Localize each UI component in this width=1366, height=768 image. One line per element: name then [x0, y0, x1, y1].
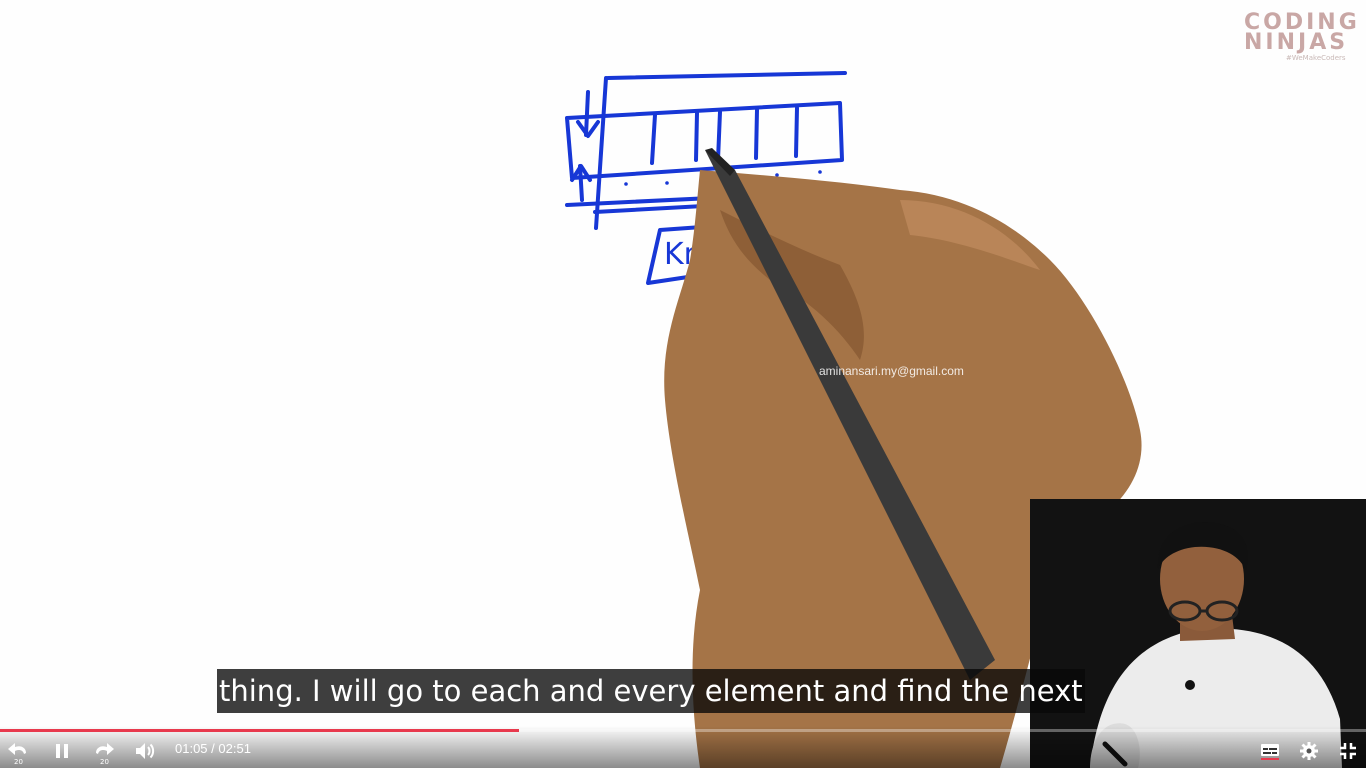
- exit-fullscreen-icon: [1340, 743, 1356, 759]
- progress-bar[interactable]: [0, 729, 1366, 732]
- logo-tagline: #WeMakeCoders: [1286, 54, 1346, 62]
- settings-button[interactable]: [1296, 738, 1322, 764]
- rewind-20-icon: 20: [8, 743, 26, 765]
- coding-ninjas-logo: CODING NINJAS #WeMakeCoders: [1244, 10, 1362, 62]
- rewind-20-button[interactable]: 20: [4, 738, 34, 766]
- subtitles-button[interactable]: [1258, 738, 1282, 764]
- time-separator: /: [211, 741, 215, 756]
- subtitles-icon: [1261, 744, 1279, 760]
- pause-button[interactable]: [50, 738, 74, 764]
- presenter-video-overlay: [1030, 499, 1366, 768]
- forward-20-icon: 20: [96, 743, 114, 765]
- volume-button[interactable]: [132, 738, 158, 764]
- current-time: 01:05: [175, 741, 208, 756]
- logo-text-line1: CODING: [1244, 10, 1360, 35]
- progress-bar-played: [0, 729, 520, 732]
- email-watermark: aminansari.my@gmail.com: [819, 364, 964, 378]
- gear-icon: [1300, 742, 1318, 760]
- subtitle-caption-box: thing. I will go to each and every eleme…: [217, 669, 1085, 713]
- presenter-image: [1030, 499, 1366, 768]
- subtitle-caption-text: thing. I will go to each and every eleme…: [217, 669, 1085, 713]
- forward-20-button[interactable]: 20: [88, 738, 118, 766]
- exit-fullscreen-button[interactable]: [1335, 738, 1361, 764]
- pause-icon: [56, 744, 68, 758]
- logo-text-line2: NINJAS: [1244, 30, 1349, 55]
- video-controls-bar: 20 20 01:05 / 02:51: [0, 726, 1366, 768]
- volume-icon: [136, 743, 155, 759]
- duration: 02:51: [218, 741, 251, 756]
- svg-text:20: 20: [100, 758, 109, 765]
- svg-text:20: 20: [14, 758, 23, 765]
- time-display: 01:05 / 02:51: [175, 741, 251, 756]
